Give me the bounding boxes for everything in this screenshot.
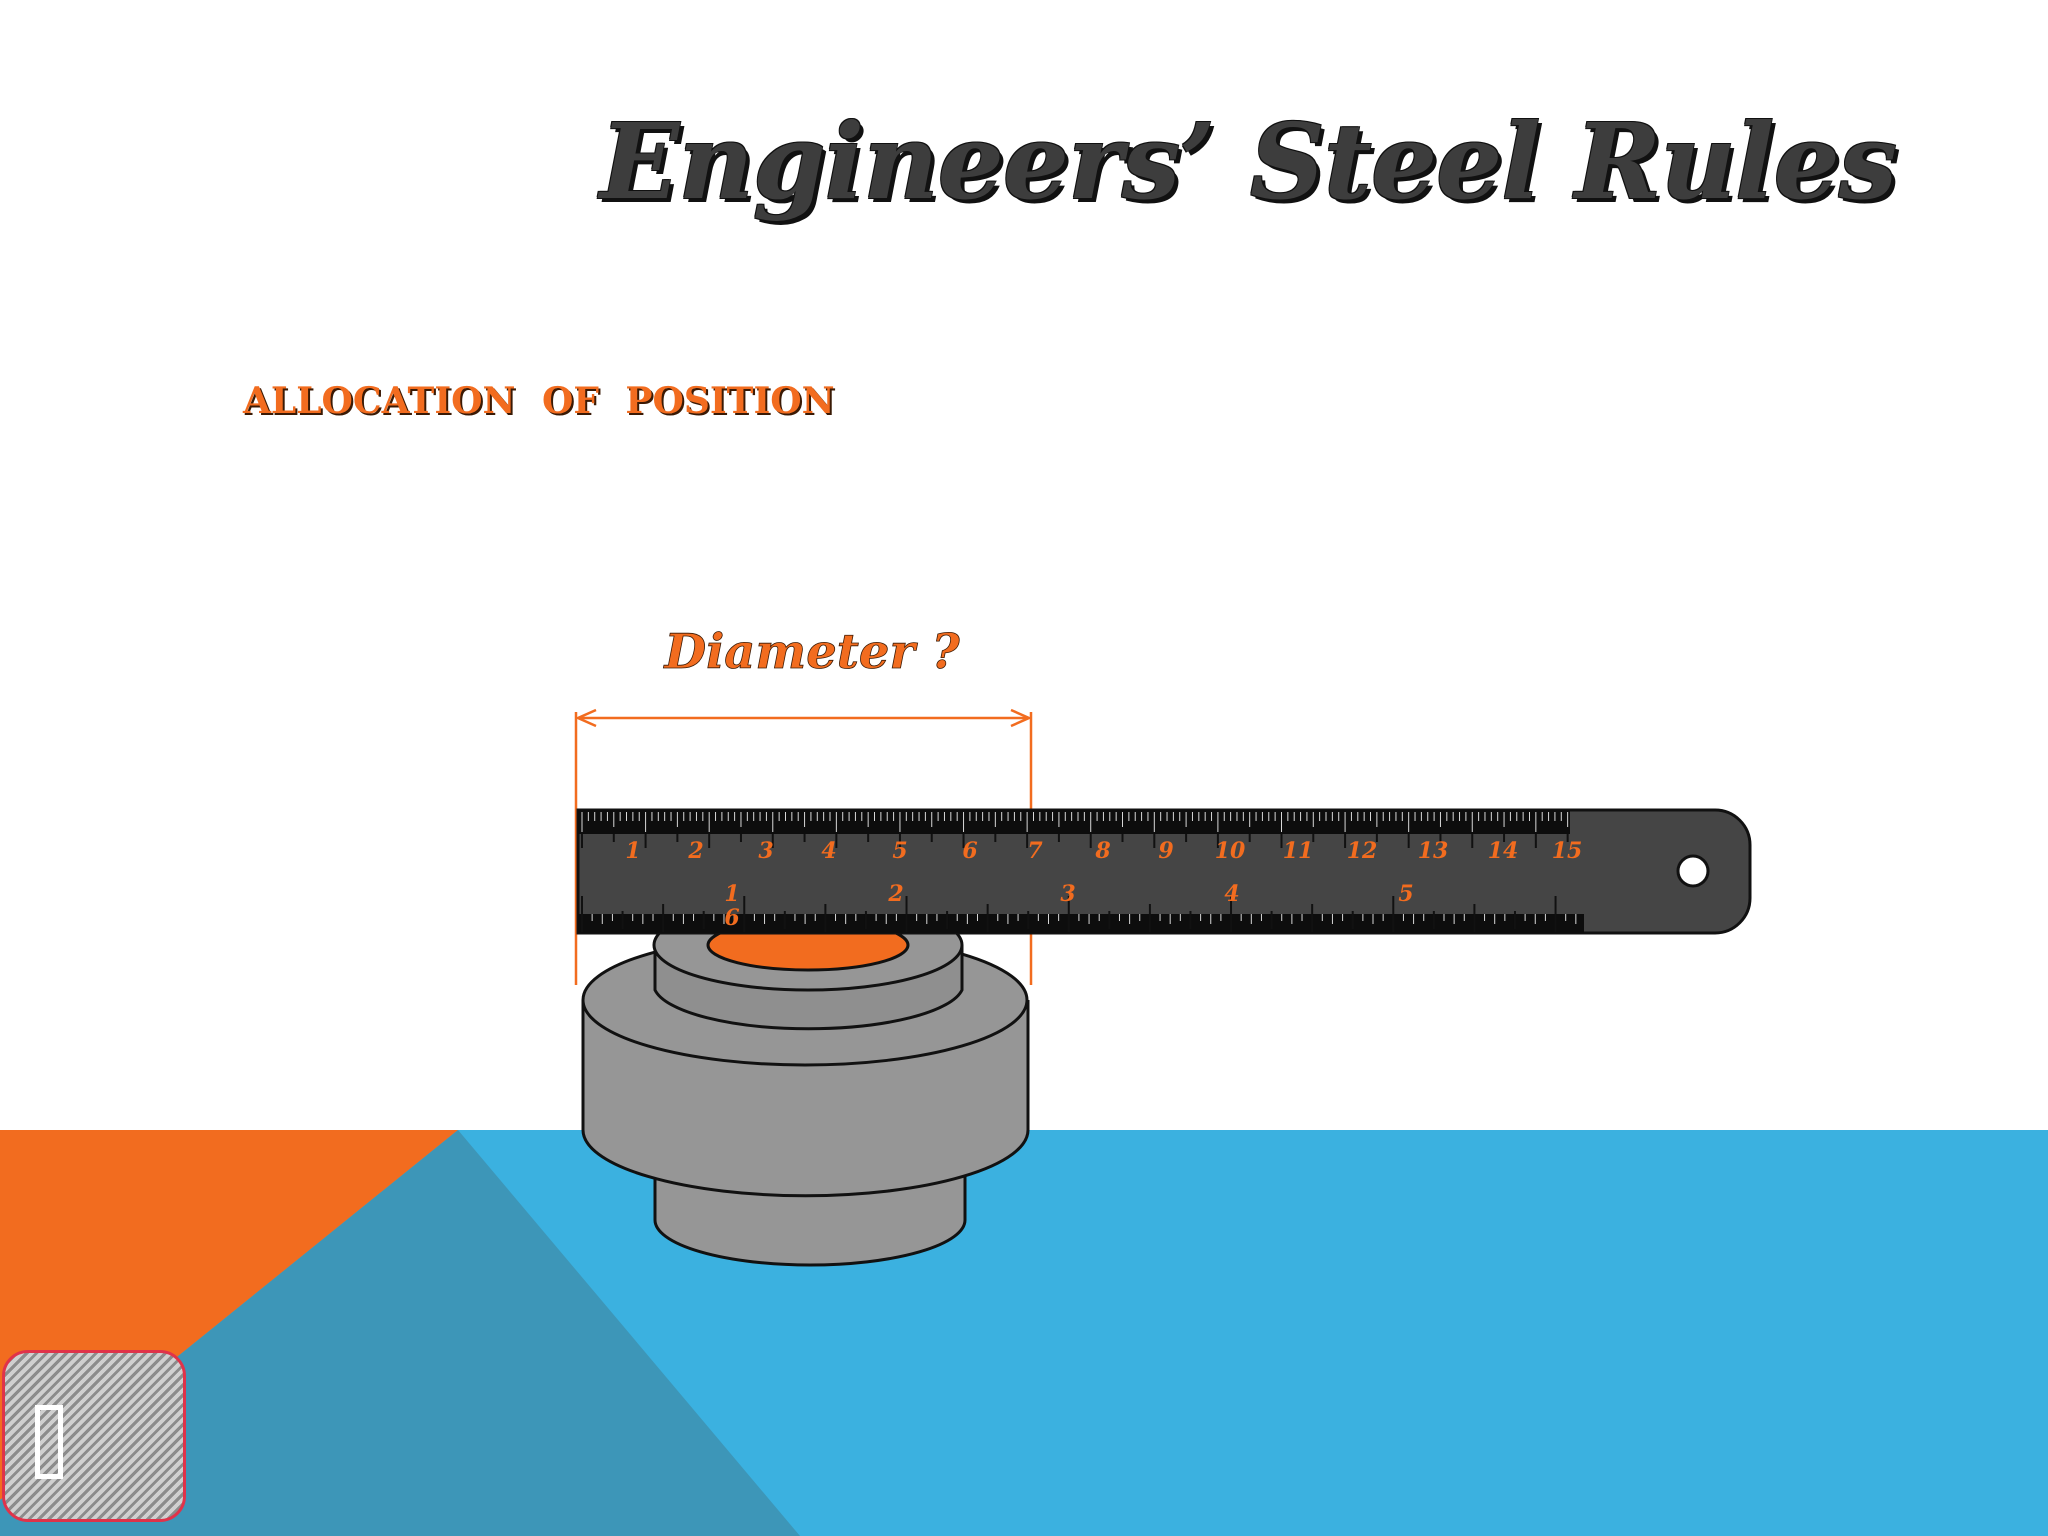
upper-scale-label: 1 <box>625 838 640 864</box>
slide-subtitle: ALLOCATION OF POSITION <box>243 380 835 422</box>
lower-scale-label: 3 <box>1060 881 1075 907</box>
placeholder-glyph-icon <box>35 1405 63 1479</box>
bottom-step <box>653 1175 967 1267</box>
rule-top-edge <box>578 810 1570 834</box>
upper-scale-label: 4 <box>821 838 836 864</box>
upper-scale-label: 3 <box>758 838 773 864</box>
rule-mid-graduations <box>581 834 1569 848</box>
left-arrow-head <box>574 708 597 728</box>
lower-scale-label: 1 <box>724 881 739 907</box>
lower-scale-label: 4 <box>1224 881 1239 907</box>
upper-scale-label: 15 <box>1552 838 1583 864</box>
rule-body <box>576 808 1752 935</box>
upper-scale-label: 2 <box>687 838 703 864</box>
right-arrow-head <box>1010 708 1033 728</box>
upper-scale-label: 9 <box>1158 838 1173 864</box>
upper-scale-label: 12 <box>1347 838 1378 864</box>
upper-scale-label: 11 <box>1283 838 1314 864</box>
hanging-hole <box>1676 854 1710 888</box>
slide-title: Engineers’ Steel Rules <box>600 100 1897 223</box>
lower-scale-label: 5 <box>1398 881 1413 907</box>
dark-blue-wedge <box>0 1130 800 1536</box>
upper-scale-label: 8 <box>1094 838 1110 864</box>
stepped-cylinder-part <box>581 898 1030 1267</box>
rule-bottom-graduations <box>581 896 1577 932</box>
upper-scale-label: 10 <box>1215 838 1246 864</box>
upper-scale-label: 5 <box>892 838 907 864</box>
upper-scale-label: 7 <box>1027 838 1043 864</box>
upper-scale-label: 14 <box>1488 838 1519 864</box>
upper-scale-label: 6 <box>962 838 977 864</box>
lower-scale-label: 2 <box>887 881 903 907</box>
lower-scale-sub-label: 6 <box>724 905 739 931</box>
rule-top-graduations <box>581 812 1569 832</box>
upper-scale-label: 13 <box>1418 838 1449 864</box>
logo-badge <box>2 1350 186 1522</box>
diameter-question-label: Diameter ? <box>662 624 960 680</box>
rule-lower-scale-labels: 1 2 3 4 5 <box>724 881 1413 907</box>
